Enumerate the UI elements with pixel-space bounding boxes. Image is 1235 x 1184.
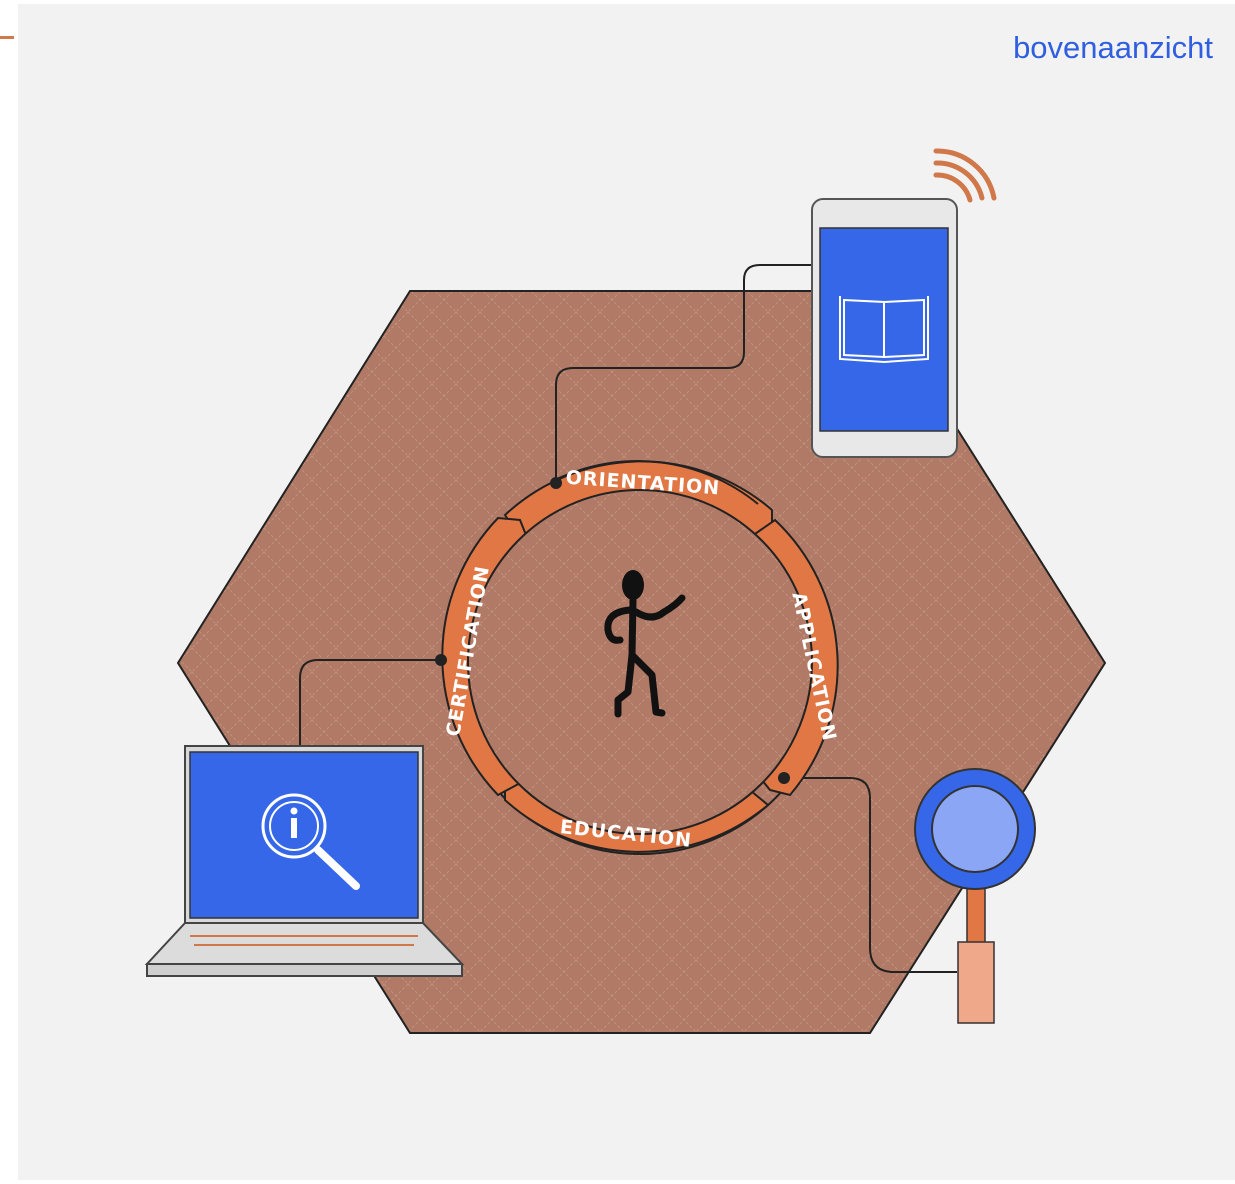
laptop-device	[147, 746, 462, 976]
orientation-connector-dot	[550, 477, 562, 489]
certification-connector-dot	[435, 654, 447, 666]
cycle-ring	[442, 461, 837, 854]
phone-device	[812, 151, 994, 457]
application-connector-dot	[778, 772, 790, 784]
wifi-signal-icon	[936, 151, 994, 200]
